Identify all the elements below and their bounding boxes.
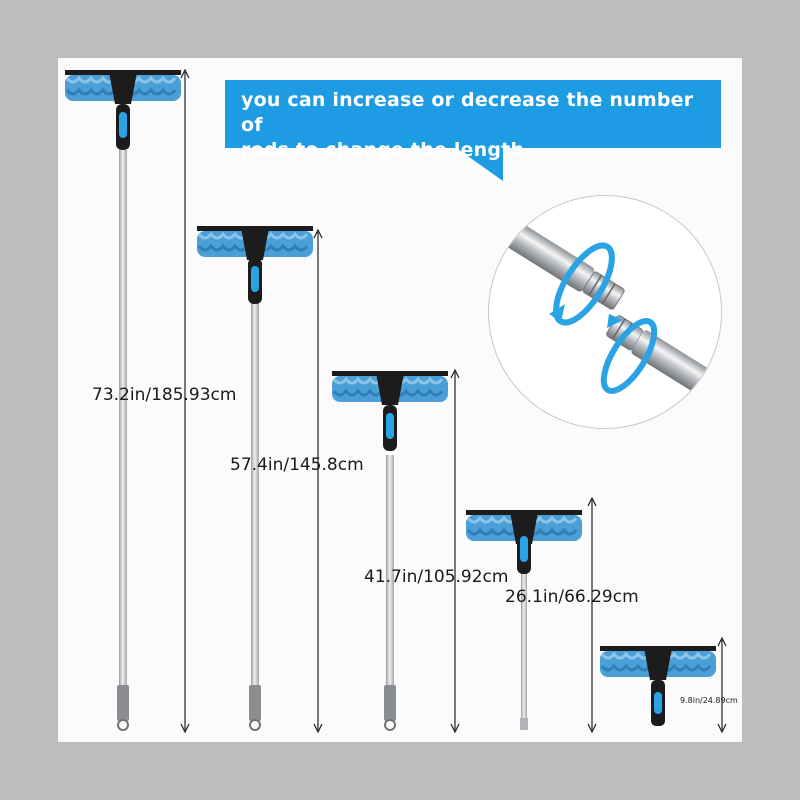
callout-line-1: you can increase or decrease the number … [241,89,694,136]
length-label-1: 73.2in/185.93cm [92,385,237,405]
connector-zoom-illustration [489,212,721,410]
mop-3 [330,369,450,731]
callout-line-2: rods to change the length [241,139,525,161]
mop-1 [63,68,183,731]
mop-5 [598,644,718,726]
callout-bubble-tail [455,147,503,181]
rotate-arrow-lower [600,318,658,394]
callout-bubble [225,80,721,148]
connector-zoom-circle [488,195,722,429]
dimension-line-1 [180,68,190,734]
dimension-line-5 [717,636,727,734]
length-label-3: 41.7in/105.92cm [364,567,509,587]
length-label-4: 26.1in/66.29cm [505,587,639,607]
length-label-5: 9.8in/24.89cm [680,696,738,705]
mop-2 [195,224,315,731]
dimension-line-2 [313,228,323,734]
dimension-line-4 [587,496,597,734]
callout-text: you can increase or decrease the number … [241,88,721,163]
dimension-line-3 [450,368,460,734]
length-label-2: 57.4in/145.8cm [230,455,364,475]
mop-4 [464,508,584,730]
